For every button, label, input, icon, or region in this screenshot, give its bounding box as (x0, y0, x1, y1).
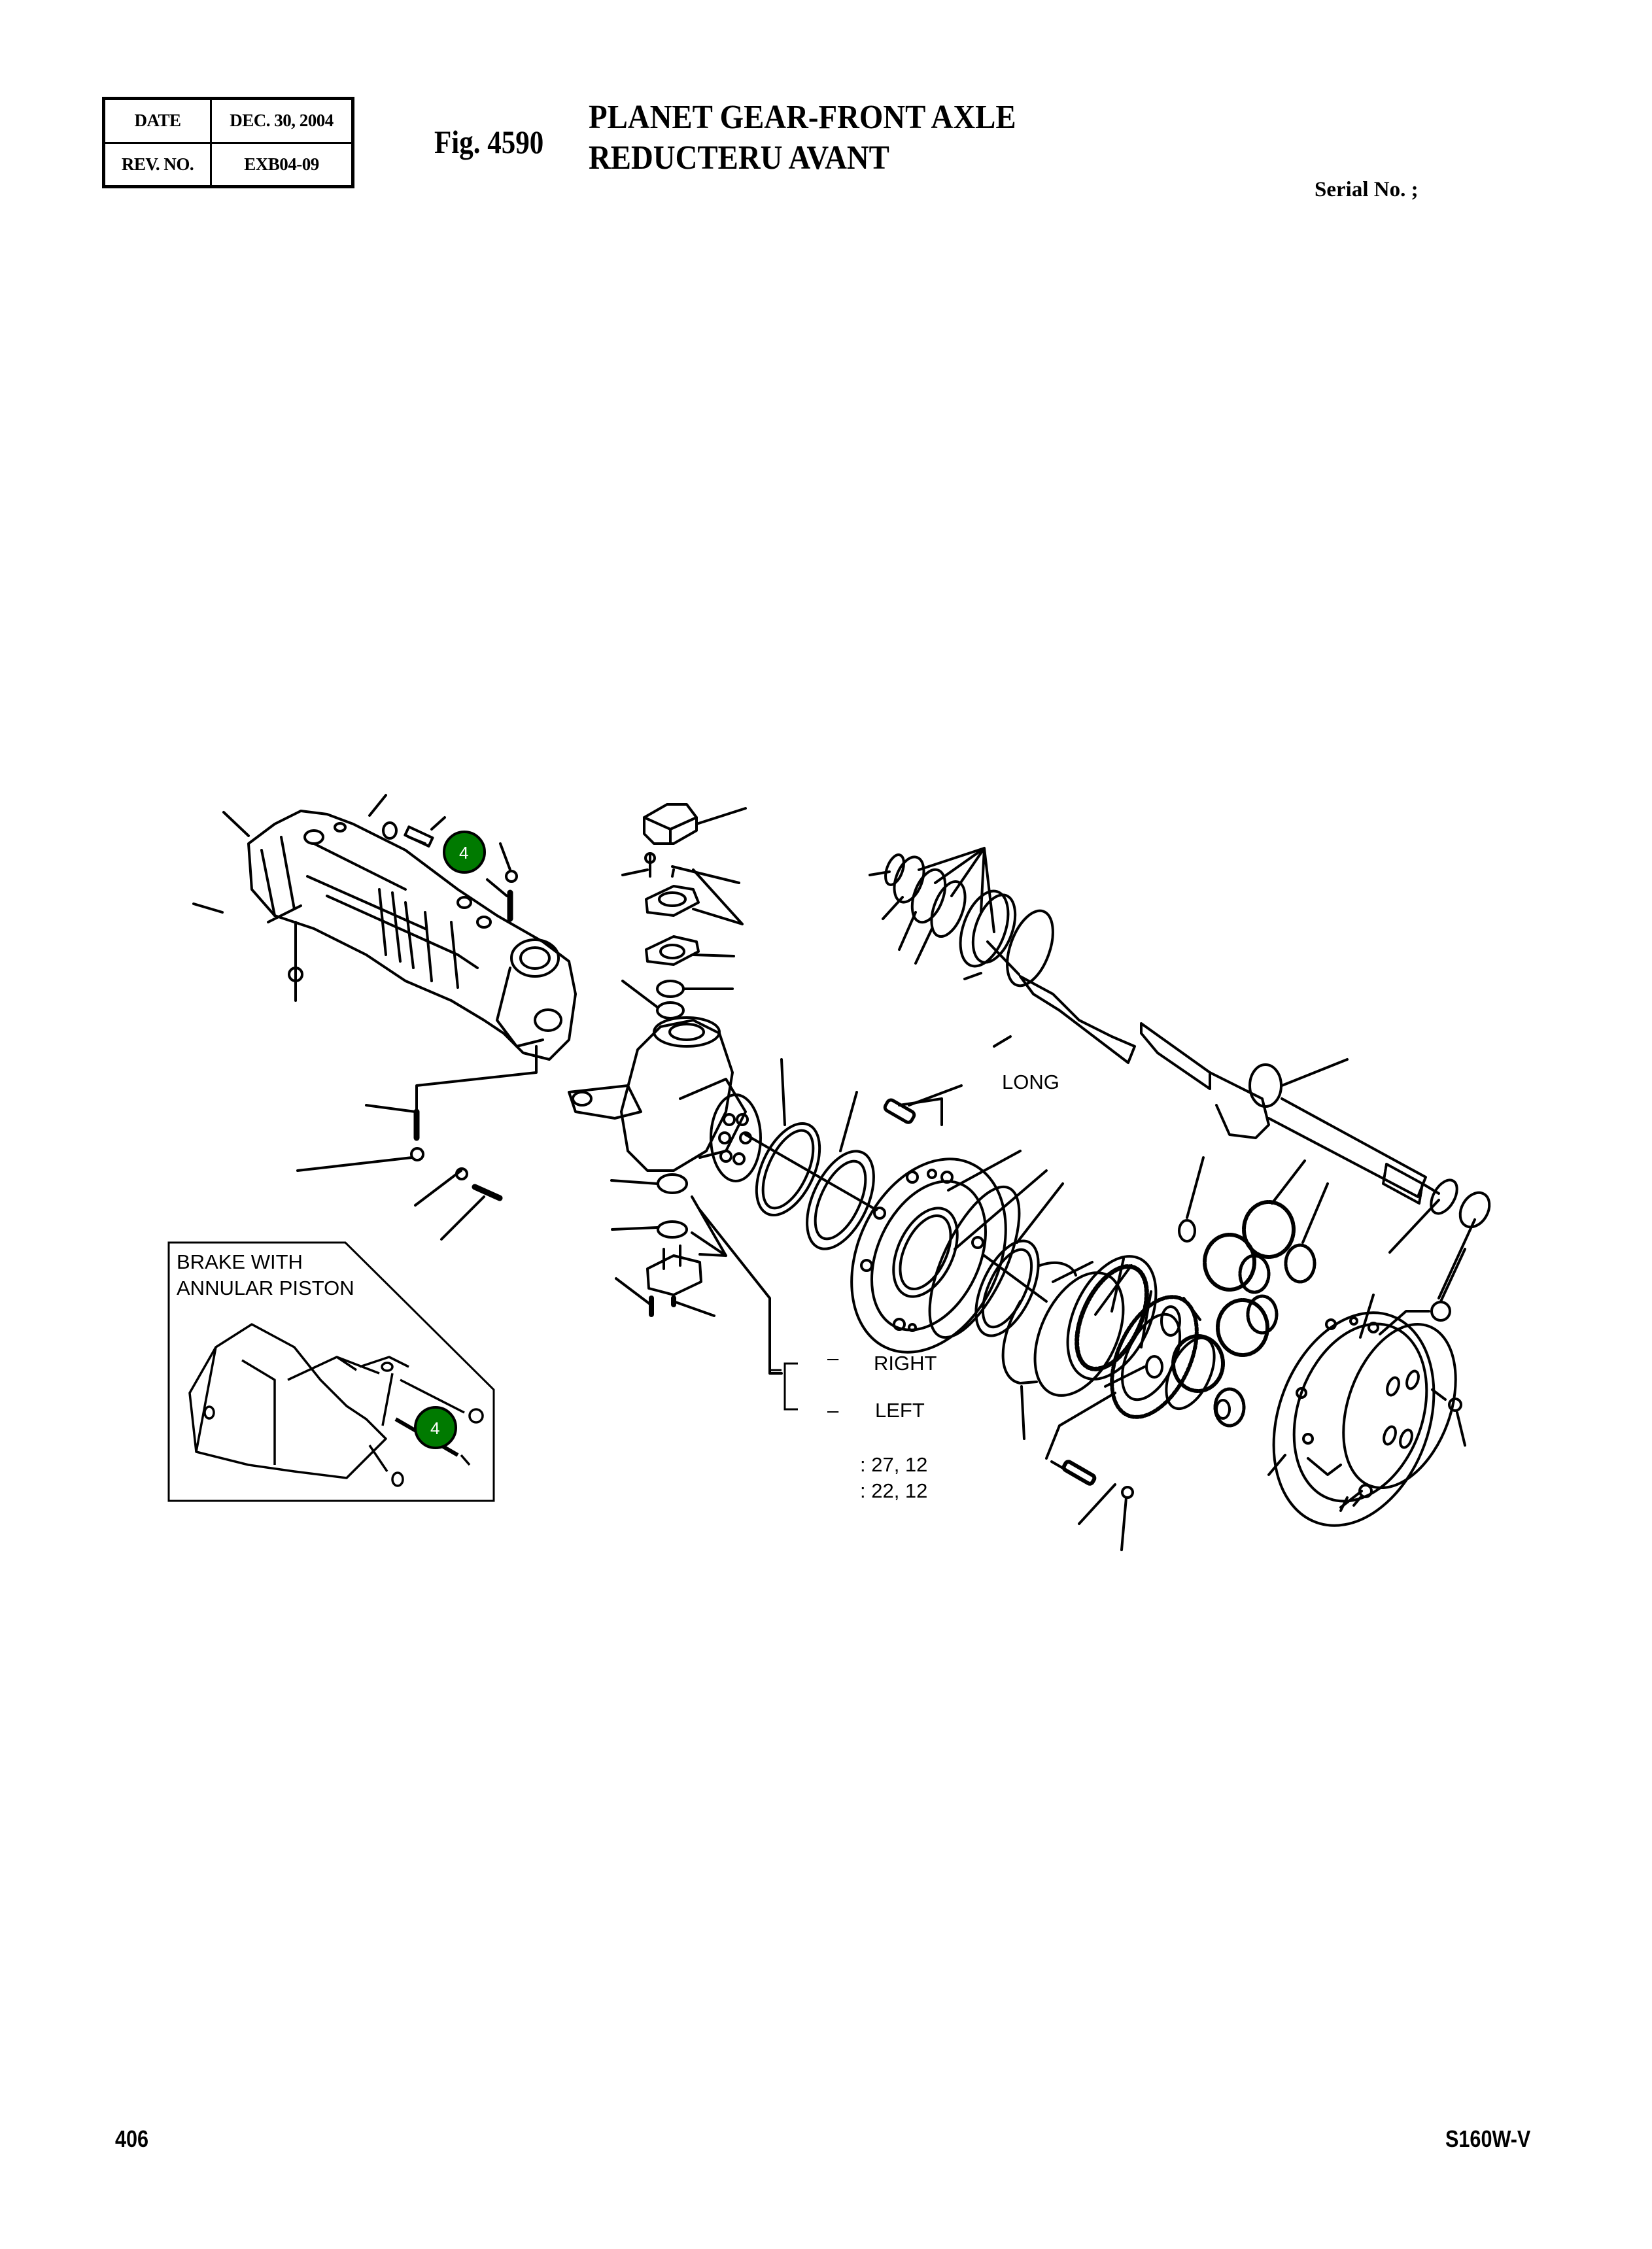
planet-carrier (1272, 1311, 1457, 1527)
kingpin-lower-parts (610, 1173, 783, 1375)
label-right-dash: – (827, 1347, 839, 1369)
callout-badge-inset[interactable]: 4 (414, 1406, 457, 1449)
inset-title-line2: ANNULAR PISTON (177, 1277, 354, 1299)
inset-title-line1: BRAKE WITH (177, 1250, 303, 1273)
wheel-hub (850, 1158, 1021, 1354)
rev-value: EXB04-09 (210, 141, 354, 188)
label-long: LONG (1002, 1071, 1059, 1093)
model-code: S160W-V (1445, 2125, 1531, 2152)
serial-number-label: Serial No. ; (1315, 178, 1419, 201)
ring-gear (1033, 1255, 1158, 1397)
label-left-dash: – (827, 1399, 839, 1422)
kingpin-upper-parts (621, 803, 747, 1020)
brake-inset: BRAKE WITH ANNULAR PISTON (167, 1241, 495, 1502)
date-label: DATE (103, 97, 212, 144)
axle-housing (247, 810, 577, 1061)
date-value: DEC. 30, 2004 (210, 97, 354, 144)
axle-shaft-seals (869, 847, 1491, 1299)
rev-label: REV. NO. (103, 141, 212, 188)
planet-gears (1145, 1200, 1316, 1428)
callout-number: 4 (459, 843, 468, 863)
gear-ratio-2: : 22, 12 (860, 1479, 927, 1502)
revision-table: DATE DEC. 30, 2004 REV. NO. EXB04-09 (102, 97, 354, 188)
label-right: RIGHT (874, 1352, 937, 1375)
gear-ratio-1: : 27, 12 (860, 1453, 927, 1476)
steering-knuckle (568, 1016, 762, 1182)
page-number: 406 (115, 2125, 149, 2152)
callout-badge-top[interactable]: 4 (443, 831, 486, 874)
title-french: REDUCTERU AVANT (589, 139, 889, 177)
title-english: PLANET GEAR-FRONT AXLE (589, 99, 1016, 136)
figure-number: Fig. 4590 (434, 124, 544, 160)
label-left: LEFT (875, 1399, 925, 1422)
callout-number: 4 (430, 1418, 439, 1438)
